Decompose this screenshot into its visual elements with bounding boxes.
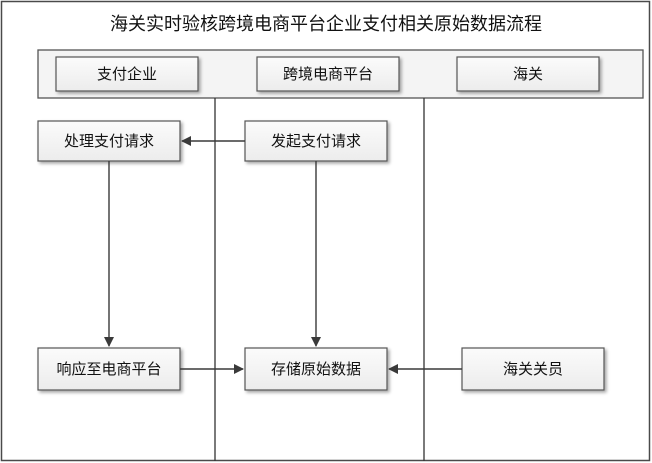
step-process-payment: 处理支付请求	[37, 120, 181, 162]
step-respond-platform: 响应至电商平台	[37, 347, 181, 391]
lane-label: 跨境电商平台	[283, 65, 373, 83]
step-label: 存储原始数据	[271, 360, 361, 378]
lane-header-customs: 海关	[456, 56, 600, 92]
step-customs-officer: 海关关员	[461, 347, 605, 391]
lane-header-payment-enterprise: 支付企业	[55, 56, 199, 92]
step-label: 处理支付请求	[64, 132, 154, 150]
lane-label: 海关	[513, 65, 543, 83]
lane-header-ecommerce-platform: 跨境电商平台	[256, 56, 400, 92]
step-label: 响应至电商平台	[56, 360, 161, 378]
step-label: 发起支付请求	[271, 132, 361, 150]
diagram-title: 海关实时验核跨境电商平台企业支付相关原始数据流程	[110, 14, 542, 35]
step-label: 海关关员	[503, 360, 563, 378]
lane-label: 支付企业	[97, 65, 157, 83]
step-initiate-payment: 发起支付请求	[244, 120, 388, 162]
step-store-raw-data: 存储原始数据	[244, 347, 388, 391]
